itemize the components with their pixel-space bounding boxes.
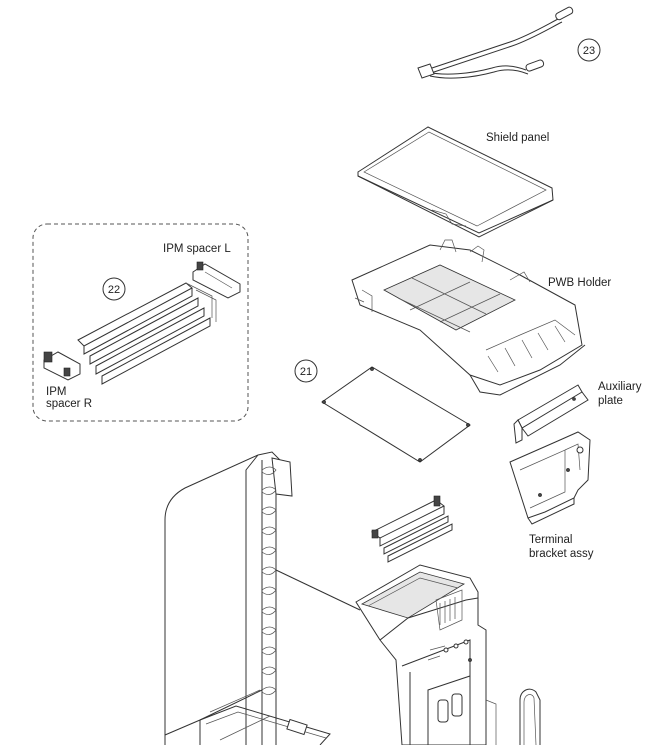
insulation-sheet-part: [321, 366, 471, 463]
callout-22-number: 22: [108, 284, 120, 296]
pwb-holder-part: [351, 239, 586, 396]
ipm-spacer-r-label-line1: IPM: [46, 386, 66, 398]
shield-panel-label: Shield panel: [486, 132, 549, 144]
terminal-bracket-label-line2: bracket assy: [529, 548, 594, 560]
ipm-spacer-detail-box: [32, 223, 249, 422]
callout-21: 21: [294, 359, 318, 383]
ipm-spacer-l-label: IPM spacer L: [163, 243, 231, 255]
pwb-holder-label: PWB Holder: [548, 277, 611, 289]
ipm-spacer-assembly-small: [371, 495, 453, 563]
ipm-spacer-r-part: [43, 351, 81, 381]
control-box-part: [355, 564, 541, 745]
terminal-bracket-part: [509, 431, 591, 525]
ipm-spacer-r-label-line2: spacer R: [46, 398, 92, 410]
outdoor-unit-housing: [164, 451, 361, 745]
terminal-bracket-label-line1: Terminal: [529, 534, 572, 546]
auxiliary-plate-label-line1: Auxiliary: [598, 381, 642, 393]
callout-23: 23: [577, 38, 601, 62]
base-pan-fragment: [199, 705, 331, 745]
ipm-spacer-rails: [77, 282, 217, 385]
ipm-spacer-l-part: [192, 261, 241, 299]
sensor-wire-part: [417, 6, 574, 79]
auxiliary-plate-part: [513, 384, 589, 444]
callout-21-number: 21: [300, 366, 312, 378]
shield-panel-part: [357, 126, 554, 238]
auxiliary-plate-label-line2: plate: [598, 395, 623, 407]
callout-22: 22: [102, 277, 126, 301]
heat-exchanger-coil: [261, 457, 293, 695]
callout-23-number: 23: [583, 45, 595, 57]
